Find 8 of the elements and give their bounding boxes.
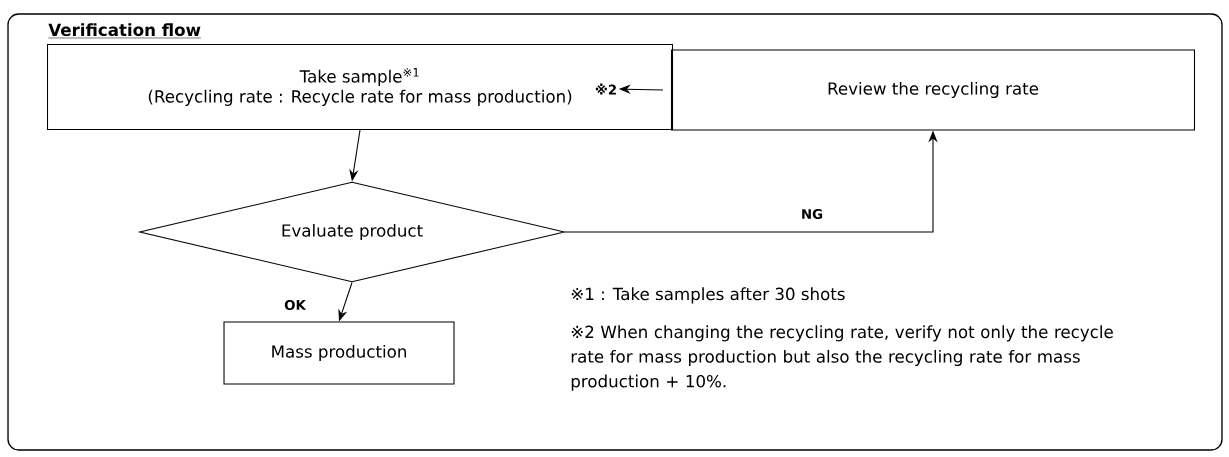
footnote: ※2 When changing the recycling rate, verify not only the recycle rate for mass production but also the recycling rate for mass production + 10%. — [571, 325, 1113, 391]
edge-label: NG — [799, 207, 825, 221]
title: Verification flow — [48, 23, 202, 39]
footnote: ※1 : Take samples after 30 shots — [571, 287, 845, 304]
process-box: Mass production — [223, 321, 455, 385]
process-box: Review the recycling rate — [670, 49, 1196, 131]
note-mark: ※2 — [595, 83, 616, 95]
edge-label: OK — [282, 298, 308, 312]
